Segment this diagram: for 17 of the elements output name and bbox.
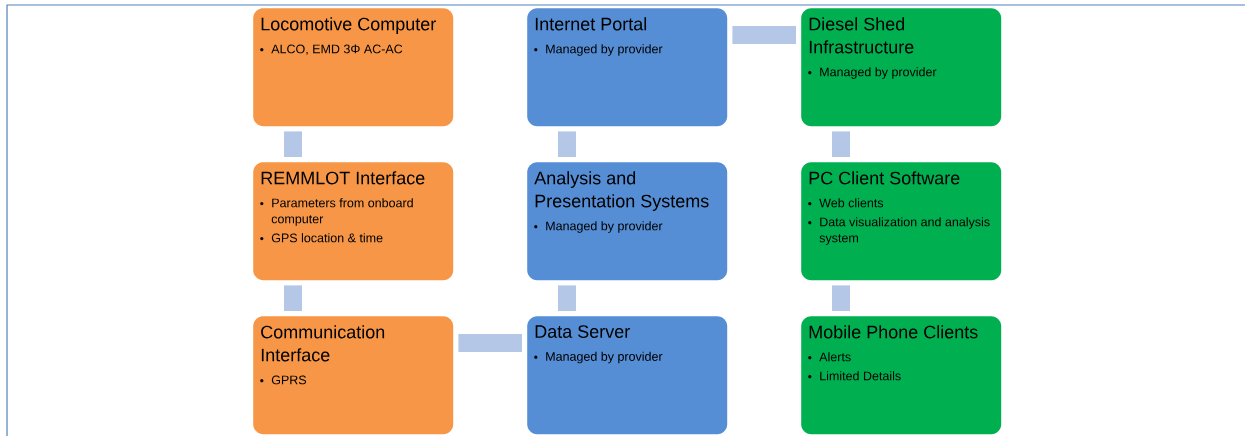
process-box: Communication Interface GPRS xyxy=(253,316,454,435)
process-box: Internet Portal Managed by provider xyxy=(527,8,728,127)
process-box: REMMLOT Interface Parameters from onboard computer GPS location & time xyxy=(253,162,454,281)
process-box: Locomotive Computer ALCO, EMD 3Φ AC-AC xyxy=(253,8,454,127)
connector-bar xyxy=(558,131,576,157)
connector-bar xyxy=(284,285,302,311)
connector-bar xyxy=(732,26,796,44)
connector-bar xyxy=(458,334,522,352)
connector-bar xyxy=(832,131,850,157)
connector-bar xyxy=(832,285,850,311)
process-box: Data Server Managed by provider xyxy=(527,316,728,435)
process-box: Diesel Shed Infrastructure Managed by provider xyxy=(801,8,1002,127)
process-box: PC Client Software Web clients Data visualization and analysis system xyxy=(801,162,1002,281)
process-box: Mobile Phone Clients Alerts Limited Details xyxy=(801,316,1002,435)
connector-bar xyxy=(558,285,576,311)
process-box: Analysis and Presentation Systems Managed by provider xyxy=(527,162,728,281)
connector-bar xyxy=(284,131,302,157)
